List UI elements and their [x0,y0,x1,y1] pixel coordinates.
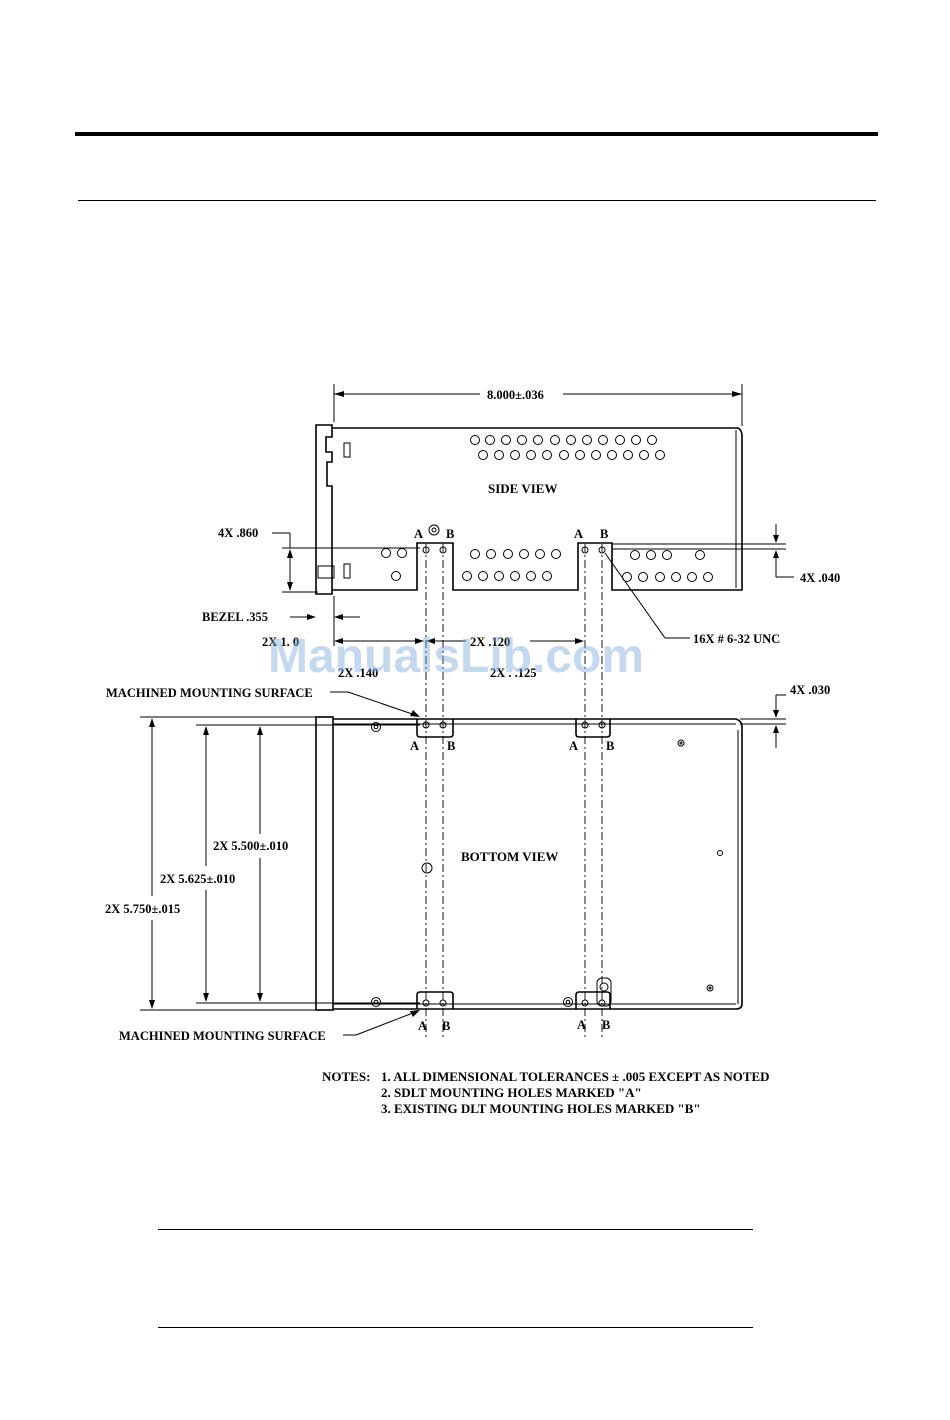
bracket-height-label: 4X .860 [218,526,258,540]
header-rule-thick [75,132,878,136]
side-view: SIDE VIEW [315,424,743,595]
side-offset-label: 4X .040 [800,571,840,585]
mounting-surface-callout-top: MACHINED MOUNTING SURFACE [106,686,420,717]
note-item: 1. ALL DIMENSIONAL TOLERANCES ± .005 EXC… [381,1069,770,1084]
marker-a: A [414,527,423,541]
lower-mid-partial-label: 2X . .125 [490,666,537,680]
mounting-surface-top-label: MACHINED MOUNTING SURFACE [106,686,313,700]
bottom-offset-dimension: 4X .030 [740,683,830,748]
footer-rule-top [158,1229,753,1230]
bezel-label: BEZEL .355 [202,610,268,624]
bracket-height-dimension: 4X .860 [218,526,420,593]
header-rule-thin [78,200,876,201]
side-upper-holes [470,435,665,460]
mid-spacing-label: 2X .120 [470,635,510,649]
overall-length-label: 8.000±.036 [487,388,544,402]
marker-a: A [418,1019,427,1033]
bottom-view: BOTTOM VIEW [315,716,743,1011]
marker-b: B [602,1018,610,1032]
note-item: 3. EXISTING DLT MOUNTING HOLES MARKED "B… [381,1101,701,1116]
notes-heading: NOTES: [322,1069,370,1084]
marker-b: B [606,739,614,753]
hole-spec-label: 16X # 6-32 UNC [693,632,780,646]
mounting-surface-bottom-label: MACHINED MOUNTING SURFACE [119,1029,326,1043]
marker-b: B [446,527,454,541]
marker-b: B [600,527,608,541]
side-view-label: SIDE VIEW [488,481,557,496]
side-offset-dimension: 4X .040 [612,524,840,585]
mounting-surface-callout-bottom: MACHINED MOUNTING SURFACE [119,1010,420,1043]
bottom-offset-label: 4X .030 [790,683,830,697]
watermark: ManualsLib.com [268,630,644,683]
footer-rule-bottom [158,1327,753,1328]
marker-a: A [574,527,583,541]
lower-left-partial-label: 2X .140 [338,666,378,680]
hole-centerlines [425,544,603,1040]
width-dimensions: 2X 5.750±.015 2X 5.625±.010 2X 5.500±.01… [105,716,420,1011]
drawing-notes: NOTES: 1. ALL DIMENSIONAL TOLERANCES ± .… [322,1069,770,1116]
width-5500-label: 2X 5.500±.010 [213,839,288,853]
spacing-dimensions: 2X 1. 0 2X .120 2X .140 2X . .125 [262,596,584,680]
marker-b: B [447,739,455,753]
overall-length-dimension: 8.000±.036 [333,384,743,426]
bottom-view-label: BOTTOM VIEW [461,849,558,864]
side-lower-holes [381,524,713,582]
marker-a: A [410,739,419,753]
marker-a: A [577,1018,586,1032]
marker-a: A [569,739,578,753]
marker-b: B [442,1019,450,1033]
width-5750-label: 2X 5.750±.015 [105,902,180,916]
note-item: 2. SDLT MOUNTING HOLES MARKED "A" [381,1085,642,1100]
left-offset-label: 2X 1. 0 [262,635,299,649]
hole-spec-callout: 16X # 6-32 UNC [604,552,780,646]
width-5625-label: 2X 5.625±.010 [160,872,235,886]
bezel-dimension: BEZEL .355 [202,610,360,624]
